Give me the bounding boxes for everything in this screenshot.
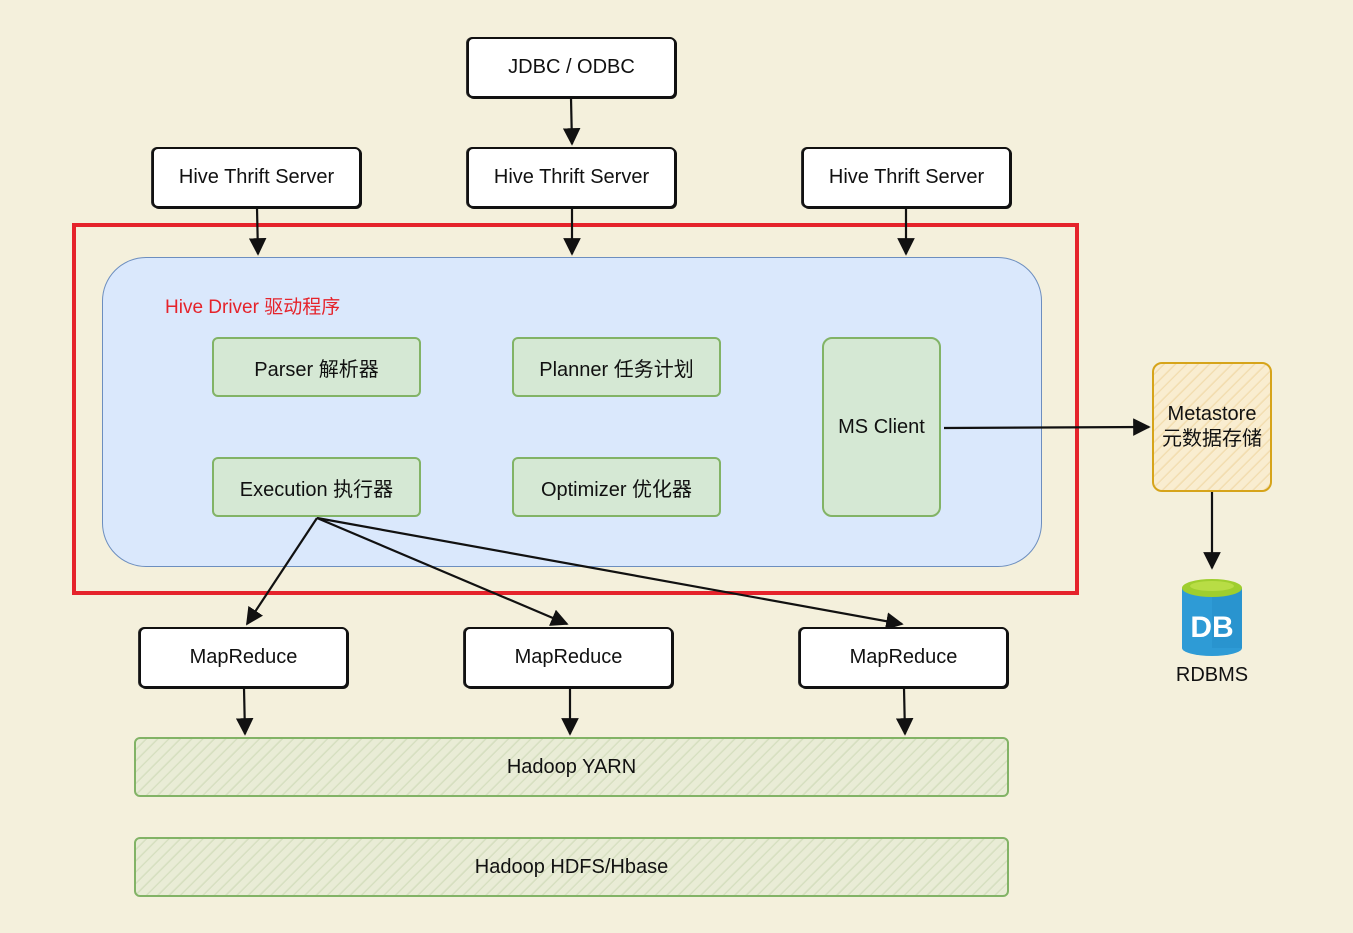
parser-module: Parser 解析器 bbox=[212, 337, 421, 397]
database-icon: DB bbox=[1182, 579, 1242, 656]
mapreduce-1: MapReduce bbox=[139, 627, 348, 688]
optimizer-module: Optimizer 优化器 bbox=[512, 457, 721, 517]
thrift-server-2: Hive Thrift Server bbox=[467, 147, 676, 208]
thrift-server-3: Hive Thrift Server bbox=[802, 147, 1011, 208]
arrow-mr1-to-yarn bbox=[235, 687, 254, 736]
driver-highlight-frame bbox=[72, 223, 1079, 595]
arrow-jdbc-to-thrift bbox=[562, 97, 581, 146]
arrow-mr3-to-yarn bbox=[895, 687, 914, 736]
arrow-msclient-to-metastore bbox=[943, 418, 1151, 436]
svg-text:DB: DB bbox=[1190, 611, 1233, 644]
arrow-exec-to-mr2 bbox=[316, 516, 569, 626]
arrow-exec-to-mr1 bbox=[246, 517, 318, 626]
hive-driver-title: Hive Driver 驱动程序 bbox=[165, 297, 341, 318]
mapreduce-3: MapReduce bbox=[799, 627, 1008, 688]
mapreduce-2: MapReduce bbox=[464, 627, 673, 688]
ms-client-module: MS Client bbox=[822, 337, 941, 517]
metastore-subtitle: 元数据存储 bbox=[1162, 428, 1262, 450]
metastore-title: Metastore bbox=[1167, 403, 1257, 425]
arrow-thrift1-to-driver bbox=[248, 207, 267, 256]
planner-module: Planner 任务计划 bbox=[512, 337, 721, 397]
thrift-server-1: Hive Thrift Server bbox=[152, 147, 361, 208]
arrow-exec-to-mr3 bbox=[316, 516, 904, 630]
jdbc-odbc-box: JDBC / ODBC bbox=[467, 37, 676, 98]
hadoop-hdfs-layer: Hadoop HDFS/Hbase bbox=[134, 837, 1009, 897]
rdbms-label: RDBMS bbox=[1175, 664, 1249, 686]
metastore-box: Metastore 元数据存储 bbox=[1152, 362, 1272, 492]
hadoop-yarn-layer: Hadoop YARN bbox=[134, 737, 1009, 797]
execution-module: Execution 执行器 bbox=[212, 457, 421, 517]
